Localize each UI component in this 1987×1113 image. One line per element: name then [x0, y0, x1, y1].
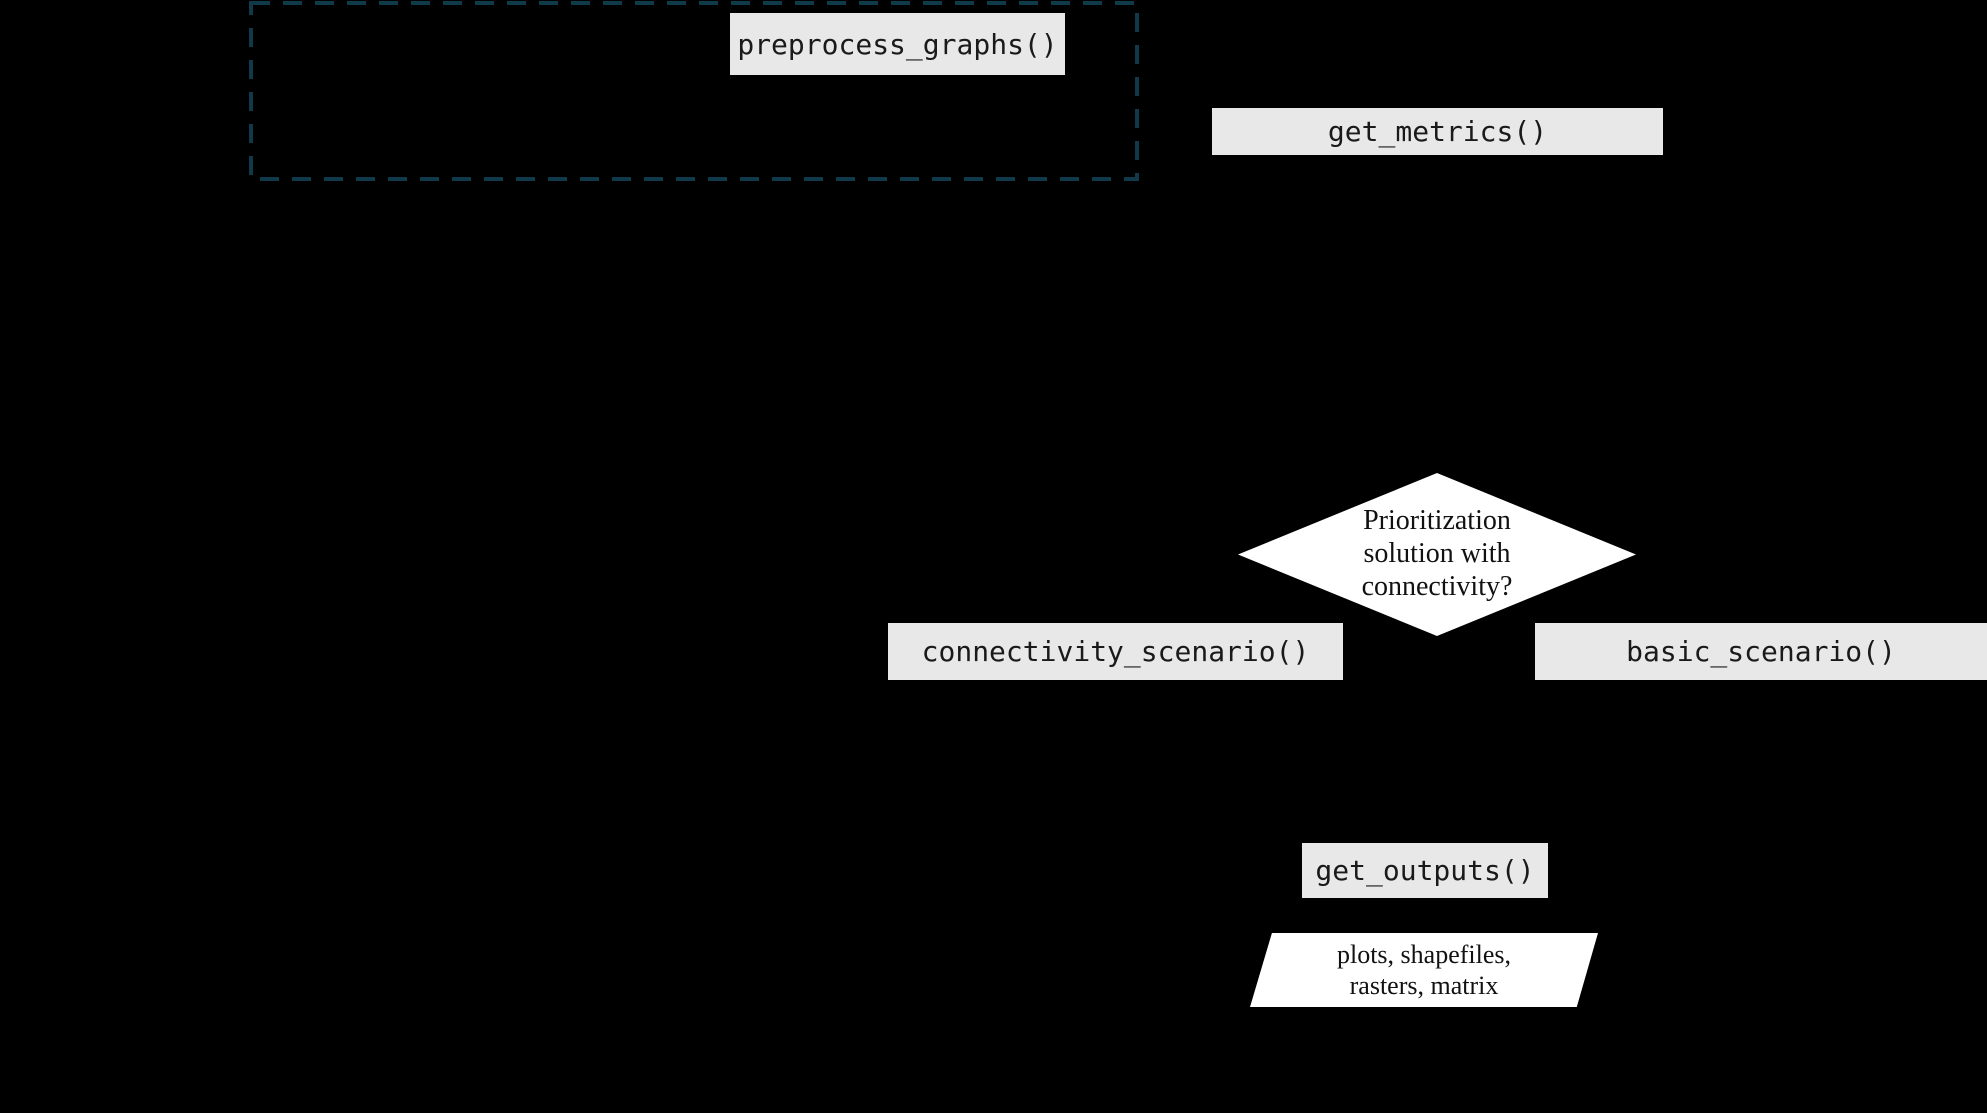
decision-diamond-text: Prioritization solution with connectivit…	[1361, 504, 1513, 603]
node-connectivity-scenario: connectivity_scenario()	[888, 623, 1343, 680]
node-get-outputs-label: get_outputs()	[1315, 854, 1535, 887]
preprocess-group-outline	[249, 1, 1139, 181]
decision-diamond: Prioritization solution with connectivit…	[1238, 473, 1636, 636]
node-basic-scenario-label: basic_scenario()	[1626, 635, 1896, 668]
node-connectivity-scenario-label: connectivity_scenario()	[921, 635, 1310, 668]
outputs-parallelogram-text: plots, shapefiles, rasters, matrix	[1336, 939, 1512, 1000]
node-get-metrics: get_metrics()	[1212, 108, 1663, 155]
outputs-parallelogram: plots, shapefiles, rasters, matrix	[1250, 933, 1598, 1007]
node-basic-scenario: basic_scenario()	[1535, 623, 1987, 680]
node-get-outputs: get_outputs()	[1302, 843, 1548, 898]
node-preprocess-graphs-label: preprocess_graphs()	[737, 27, 1058, 61]
node-get-metrics-label: get_metrics()	[1327, 115, 1548, 148]
node-preprocess-graphs: preprocess_graphs()	[730, 13, 1065, 75]
